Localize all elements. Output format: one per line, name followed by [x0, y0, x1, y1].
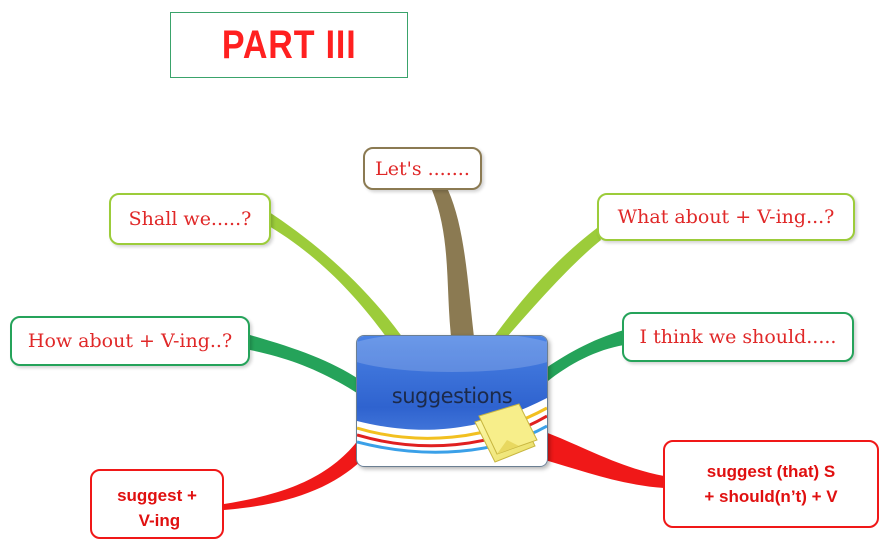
node-i-think-label: I think we should..... — [639, 326, 837, 348]
center-node-label: suggestions — [391, 384, 513, 408]
node-suggest-ving: suggest + V-ing — [90, 469, 224, 539]
node-shall-we: Shall we.....? — [109, 193, 271, 245]
node-suggest-that-label: suggest (that) S + should(n’t) + V — [704, 462, 838, 506]
node-lets: Let's ....... — [363, 147, 482, 190]
branch-suggest-that — [545, 432, 664, 488]
page-title: PART III — [221, 22, 357, 67]
node-suggest-ving-label: suggest + V-ing — [117, 486, 197, 530]
branch-i-think — [543, 330, 624, 385]
node-suggest-that: suggest (that) S + should(n’t) + V — [663, 440, 879, 528]
sticky-note-icon — [474, 403, 538, 463]
branch-what-about — [488, 228, 601, 345]
node-what-about: What about + V-ing...? — [597, 193, 855, 241]
branch-suggest-ving — [224, 435, 362, 510]
center-node: suggestions — [356, 335, 548, 467]
center-node-background — [357, 336, 547, 466]
node-shall-we-label: Shall we.....? — [128, 208, 252, 230]
node-how-about-label: How about + V-ing..? — [27, 330, 233, 352]
branch-lets — [432, 190, 475, 345]
node-what-about-label: What about + V-ing...? — [617, 206, 835, 228]
node-i-think: I think we should..... — [622, 312, 854, 362]
node-how-about: How about + V-ing..? — [10, 316, 250, 366]
node-lets-label: Let's ....... — [375, 157, 470, 180]
branch-how-about — [250, 335, 360, 395]
branch-shall-we — [262, 210, 408, 345]
title-box: PART III — [170, 12, 408, 78]
